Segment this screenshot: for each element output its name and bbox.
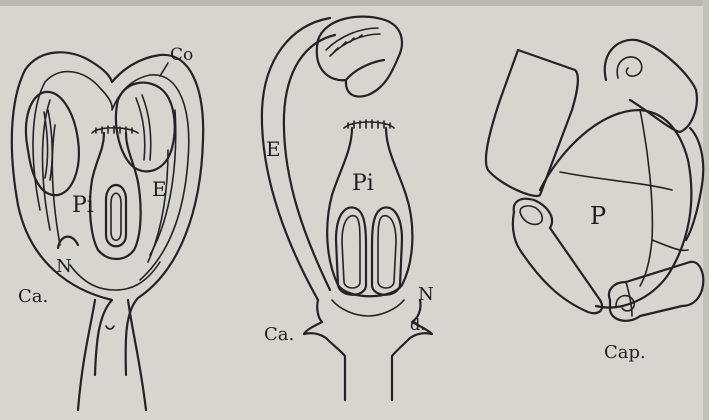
left-inner-layer-1	[33, 72, 189, 280]
right-tube-lower-left	[513, 199, 602, 314]
left-stalk-left	[78, 300, 95, 410]
label-ca-left: Ca.	[18, 286, 48, 307]
label-n-left: N	[56, 256, 72, 277]
left-ovary-inner	[111, 193, 121, 240]
middle-filament-inner	[284, 35, 335, 290]
label-p-right: P	[590, 202, 606, 230]
left-ovary-chamber	[106, 185, 126, 246]
middle-locule-right	[372, 207, 402, 294]
middle-anther-slit	[326, 28, 380, 56]
middle-receptacle-inner	[332, 300, 404, 316]
label-d-middle: d.	[410, 315, 425, 334]
right-petal-seam-2	[640, 110, 652, 286]
middle-locule-right-inner	[378, 216, 396, 288]
right-coil-top-spiral	[617, 57, 642, 78]
left-anther-right	[116, 83, 175, 172]
page-right-shadow	[703, 0, 709, 420]
middle-stigma	[344, 120, 394, 128]
right-tube-lower-left-end	[520, 206, 542, 224]
right-coil-top	[605, 40, 697, 132]
label-ca-middle: Ca.	[264, 324, 294, 345]
label-e-left: E	[152, 177, 167, 201]
page-top-shadow	[0, 0, 709, 6]
right-petal-body	[540, 110, 691, 308]
left-nectary	[58, 237, 78, 248]
left-corolla-outline	[12, 52, 203, 375]
left-stalk-mark	[106, 326, 114, 329]
middle-locule-left	[336, 207, 366, 294]
left-stalk-right	[128, 300, 146, 410]
right-block-top-left	[486, 50, 578, 196]
label-pi-middle: Pi	[352, 171, 374, 196]
label-pi-left: Pi	[72, 193, 94, 218]
label-cap-right: Cap.	[604, 342, 646, 363]
label-n-middle: N	[418, 284, 434, 305]
left-stigma	[92, 126, 138, 133]
label-co-leader	[160, 63, 168, 76]
middle-anther-lobe	[346, 60, 384, 80]
label-co: Co	[170, 45, 193, 65]
left-base-curves	[70, 262, 160, 290]
left-anther-right-slit	[136, 95, 151, 160]
middle-flower-diagram: E Pi N d. Ca.	[262, 17, 434, 400]
right-tube-bottom	[609, 262, 703, 321]
middle-locule-left-inner	[342, 216, 360, 288]
label-e-middle: E	[266, 137, 281, 161]
left-flower-diagram: Co E Pi N Ca.	[12, 45, 203, 410]
right-petal-seam-1	[560, 172, 672, 190]
right-flower-diagram: P Cap.	[486, 40, 703, 363]
left-anther-left-slit	[44, 110, 52, 180]
